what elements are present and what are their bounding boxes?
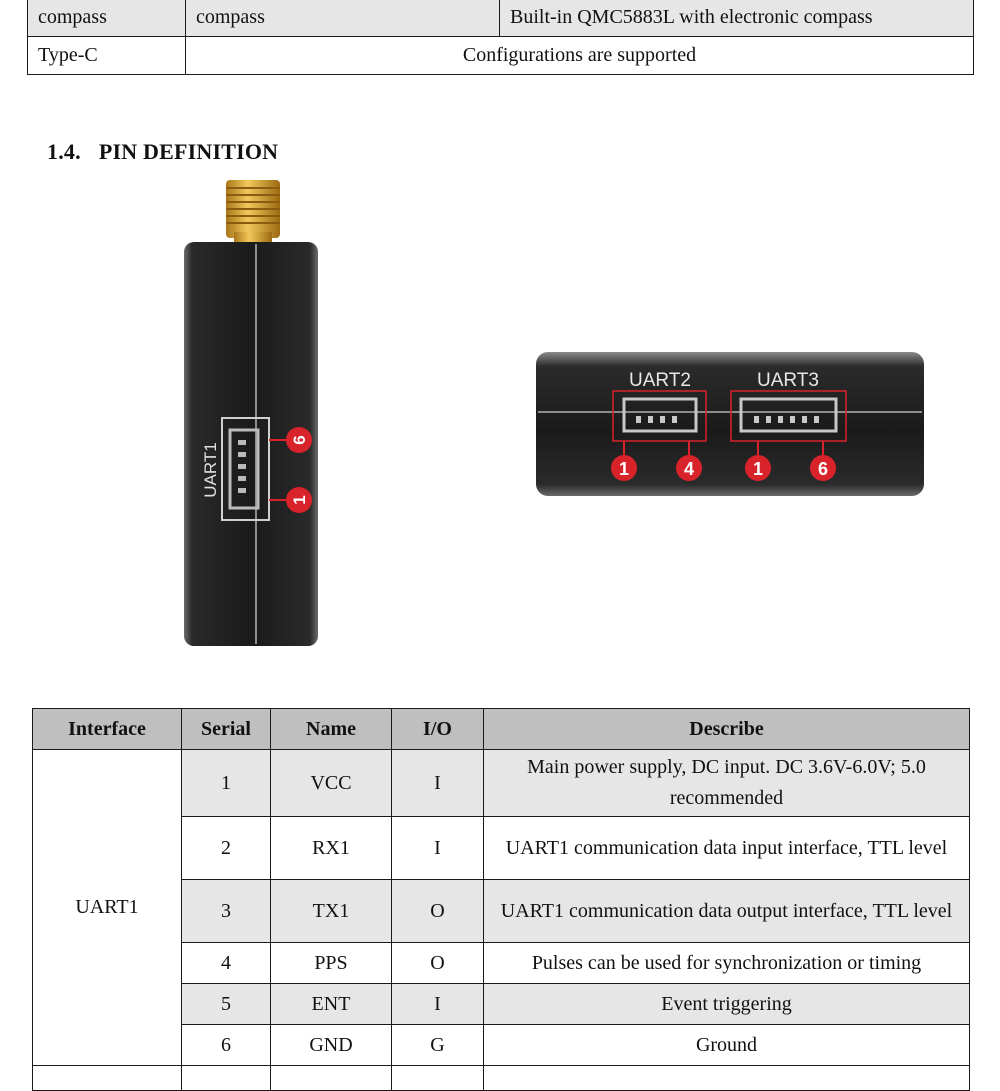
- spec-row-type-c: Type-C Configurations are supported: [27, 36, 974, 75]
- empty-cell: [483, 1065, 970, 1091]
- table-row: 5 ENT I Event triggering: [33, 983, 970, 1025]
- serial-cell: 3: [181, 879, 271, 943]
- io-cell: I: [391, 749, 484, 817]
- empty-cell: [391, 1065, 484, 1091]
- serial-cell: 4: [181, 942, 271, 984]
- io-cell: I: [391, 816, 484, 880]
- pin-table-header: Interface Serial Name I/O Describe: [32, 708, 970, 750]
- section-title: PIN DEFINITION: [98, 139, 279, 164]
- uart1-socket: [228, 428, 260, 510]
- header-interface: Interface: [32, 708, 182, 750]
- io-cell: O: [391, 942, 484, 984]
- serial-cell: 2: [181, 816, 271, 880]
- empty-cell: [32, 1065, 182, 1091]
- uart2-socket: [622, 397, 698, 433]
- pin-table: Interface Serial Name I/O Describe UART1…: [32, 708, 970, 1091]
- io-cell: G: [391, 1024, 484, 1066]
- serial-cell: 5: [181, 983, 271, 1025]
- describe-cell: Pulses can be used for synchronization o…: [483, 942, 970, 984]
- table-row: 2 RX1 I UART1 communication data input i…: [33, 816, 970, 880]
- spec-table: compass compass Built-in QMC5883L with e…: [27, 0, 974, 75]
- uart3-port-outline: [730, 390, 847, 442]
- uart2-port-outline: [612, 390, 707, 442]
- pin-badge-label: 1: [619, 459, 629, 479]
- pin-badge: [286, 427, 312, 453]
- uart1-port-outline: [221, 417, 270, 521]
- header-describe: Describe: [483, 708, 970, 750]
- device-vertical: UART1 6 1: [184, 242, 318, 646]
- spec-cell-merged: Configurations are supported: [185, 36, 974, 75]
- pin-badge-label: 1: [753, 459, 763, 479]
- table-row: UART1 1 VCC I Main power supply, DC inpu…: [32, 749, 970, 1066]
- pin-badge-label: 4: [684, 459, 694, 479]
- empty-cell: [181, 1065, 271, 1091]
- table-row: 3 TX1 O UART1 communication data output …: [33, 879, 970, 943]
- name-cell: GND: [270, 1024, 392, 1066]
- uart2-label: UART2: [629, 370, 691, 391]
- device-horizontal: UART2 1 4 UART3 1: [536, 352, 924, 496]
- io-cell: O: [391, 879, 484, 943]
- pin-badge: [810, 455, 836, 481]
- header-name: Name: [270, 708, 392, 750]
- spec-cell: Built-in QMC5883L with electronic compas…: [499, 0, 974, 37]
- empty-cell: [270, 1065, 392, 1091]
- pin-badge-label: 1: [290, 495, 309, 504]
- name-cell: ENT: [270, 983, 392, 1025]
- uart3-socket: [739, 397, 838, 433]
- section-number: 1.4.: [47, 139, 81, 164]
- pin-badge: [611, 455, 637, 481]
- pin-badge: [286, 487, 312, 513]
- spec-cell: compass: [185, 0, 500, 37]
- table-row-continued: [32, 1065, 970, 1091]
- name-cell: RX1: [270, 816, 392, 880]
- pin-definition-figure: UART1 6 1 UART2 1 4 UART3: [0, 170, 1000, 670]
- describe-cell: UART1 communication data input interface…: [483, 816, 970, 880]
- io-cell: I: [391, 983, 484, 1025]
- header-io: I/O: [391, 708, 484, 750]
- describe-cell: Ground: [483, 1024, 970, 1066]
- interface-cell: UART1: [32, 749, 182, 1066]
- pin-badge: [676, 455, 702, 481]
- header-serial: Serial: [181, 708, 271, 750]
- spec-row-compass: compass compass Built-in QMC5883L with e…: [27, 0, 974, 37]
- serial-cell: 1: [181, 749, 271, 817]
- describe-cell: UART1 communication data output interfac…: [483, 879, 970, 943]
- name-cell: PPS: [270, 942, 392, 984]
- table-row: 6 GND G Ground: [33, 1024, 970, 1066]
- uart3-label: UART3: [757, 370, 819, 391]
- serial-cell: 6: [181, 1024, 271, 1066]
- name-cell: TX1: [270, 879, 392, 943]
- pin-badge-label: 6: [818, 459, 828, 479]
- describe-cell: Main power supply, DC input. DC 3.6V-6.0…: [483, 749, 970, 817]
- describe-cell: Event triggering: [483, 983, 970, 1025]
- spec-cell: Type-C: [27, 36, 186, 75]
- antenna-connector: [226, 180, 280, 244]
- table-row: 4 PPS O Pulses can be used for synchroni…: [33, 942, 970, 984]
- pin-badge: [745, 455, 771, 481]
- spec-cell: compass: [27, 0, 186, 37]
- uart1-label: UART1: [201, 442, 220, 497]
- name-cell: VCC: [270, 749, 392, 817]
- pin-badge-label: 6: [290, 435, 309, 444]
- device-illustration: UART1 6 1 UART2 1 4 UART3: [184, 180, 924, 646]
- section-heading: 1.4. PIN DEFINITION: [47, 139, 278, 165]
